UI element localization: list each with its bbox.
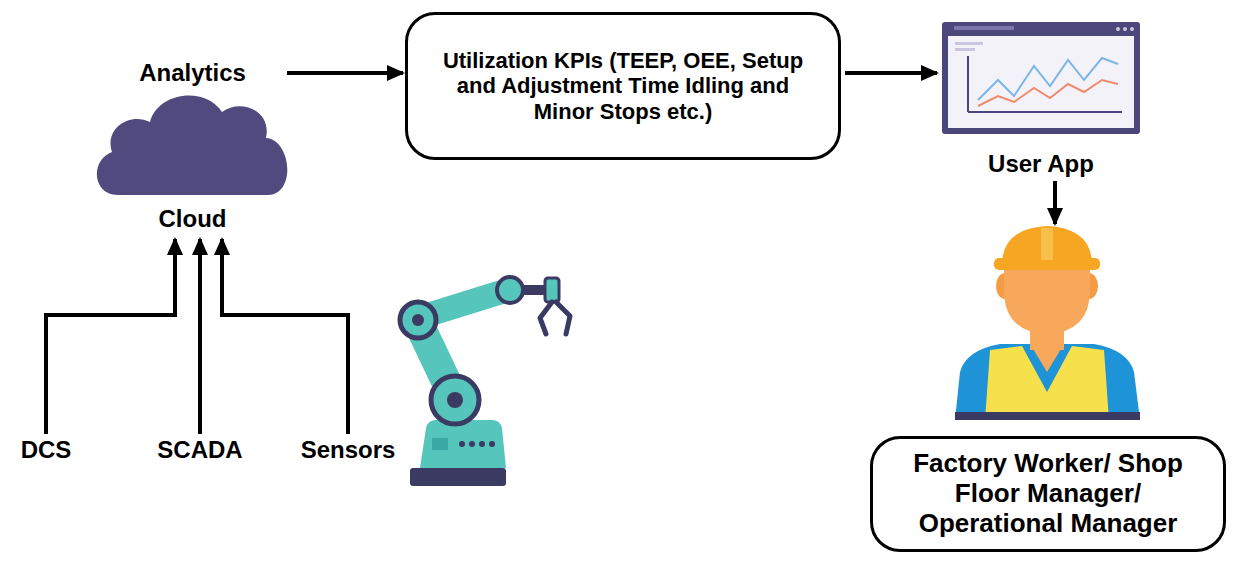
source-label: DCS xyxy=(10,436,82,470)
flow-arrow xyxy=(198,239,202,434)
role-text: Factory Worker/ Shop Floor Manager/ Oper… xyxy=(891,449,1205,539)
kpi-box: Utilization KPIs (TEEP, OEE, Setup and A… xyxy=(405,12,841,160)
role-box: Factory Worker/ Shop Floor Manager/ Oper… xyxy=(870,436,1226,552)
flow-arrow xyxy=(46,239,175,434)
source-label: SCADA xyxy=(140,436,260,470)
source-label: Sensors xyxy=(288,436,408,470)
robot-arm xyxy=(400,277,570,486)
source-text: DCS xyxy=(10,436,82,464)
cloud-label: Cloud xyxy=(90,205,295,233)
kpi-text: Utilization KPIs (TEEP, OEE, Setup and A… xyxy=(426,48,820,124)
flow-arrow xyxy=(287,71,403,75)
app-label: User App xyxy=(935,150,1147,178)
cloud-shape xyxy=(97,96,287,195)
user-app-node: User App xyxy=(935,20,1147,178)
cloud-heading: Analytics xyxy=(90,59,295,87)
role-node: Factory Worker/ Shop Floor Manager/ Oper… xyxy=(870,224,1226,552)
flow-arrow xyxy=(1053,181,1057,224)
flow-arrow xyxy=(845,71,937,75)
source-text: SCADA xyxy=(140,436,260,464)
cloud-node: AnalyticsCloud xyxy=(90,55,295,237)
worker-figure xyxy=(955,226,1140,420)
flow-arrow xyxy=(222,239,348,434)
source-text: Sensors xyxy=(288,436,408,464)
user-app-monitor xyxy=(942,22,1140,134)
